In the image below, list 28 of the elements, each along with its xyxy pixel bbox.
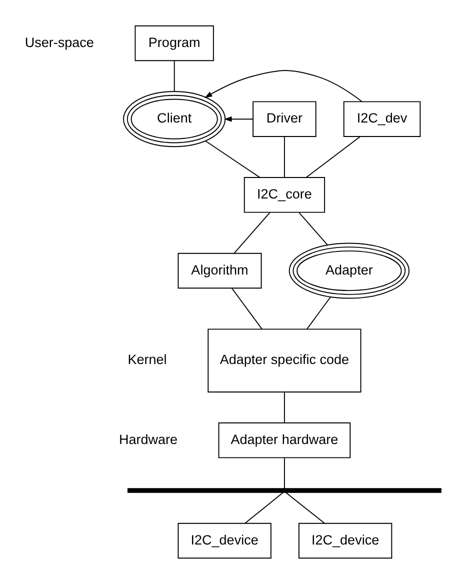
connector [284,457,285,490]
connector [298,212,328,246]
connector [231,288,262,330]
label: Kernel [128,352,167,368]
connector [284,392,285,424]
connector [205,140,260,178]
connector [285,492,325,524]
connector [306,136,361,178]
node-box: I2C_core [244,177,326,213]
label: User-space [24,34,94,50]
node-box: Driver [252,101,316,137]
connector [244,492,284,524]
connector [234,212,270,254]
arrow [224,116,254,122]
node-box: Program [134,25,214,62]
label: Hardware [118,432,178,447]
node-box: I2C_dev [343,101,421,137]
connector [306,296,331,330]
arrow [204,70,362,102]
connector [174,60,175,92]
node-box: Adapter hardware [218,422,351,458]
node-box: I2C_device [178,522,272,559]
node-box: Algorithm [178,252,262,289]
node-ellipse: Adapter [288,242,410,299]
node-box: Adapter specific code [208,328,362,392]
node-box: I2C_device [298,522,392,559]
node-bar [127,488,442,493]
connector [284,136,285,178]
